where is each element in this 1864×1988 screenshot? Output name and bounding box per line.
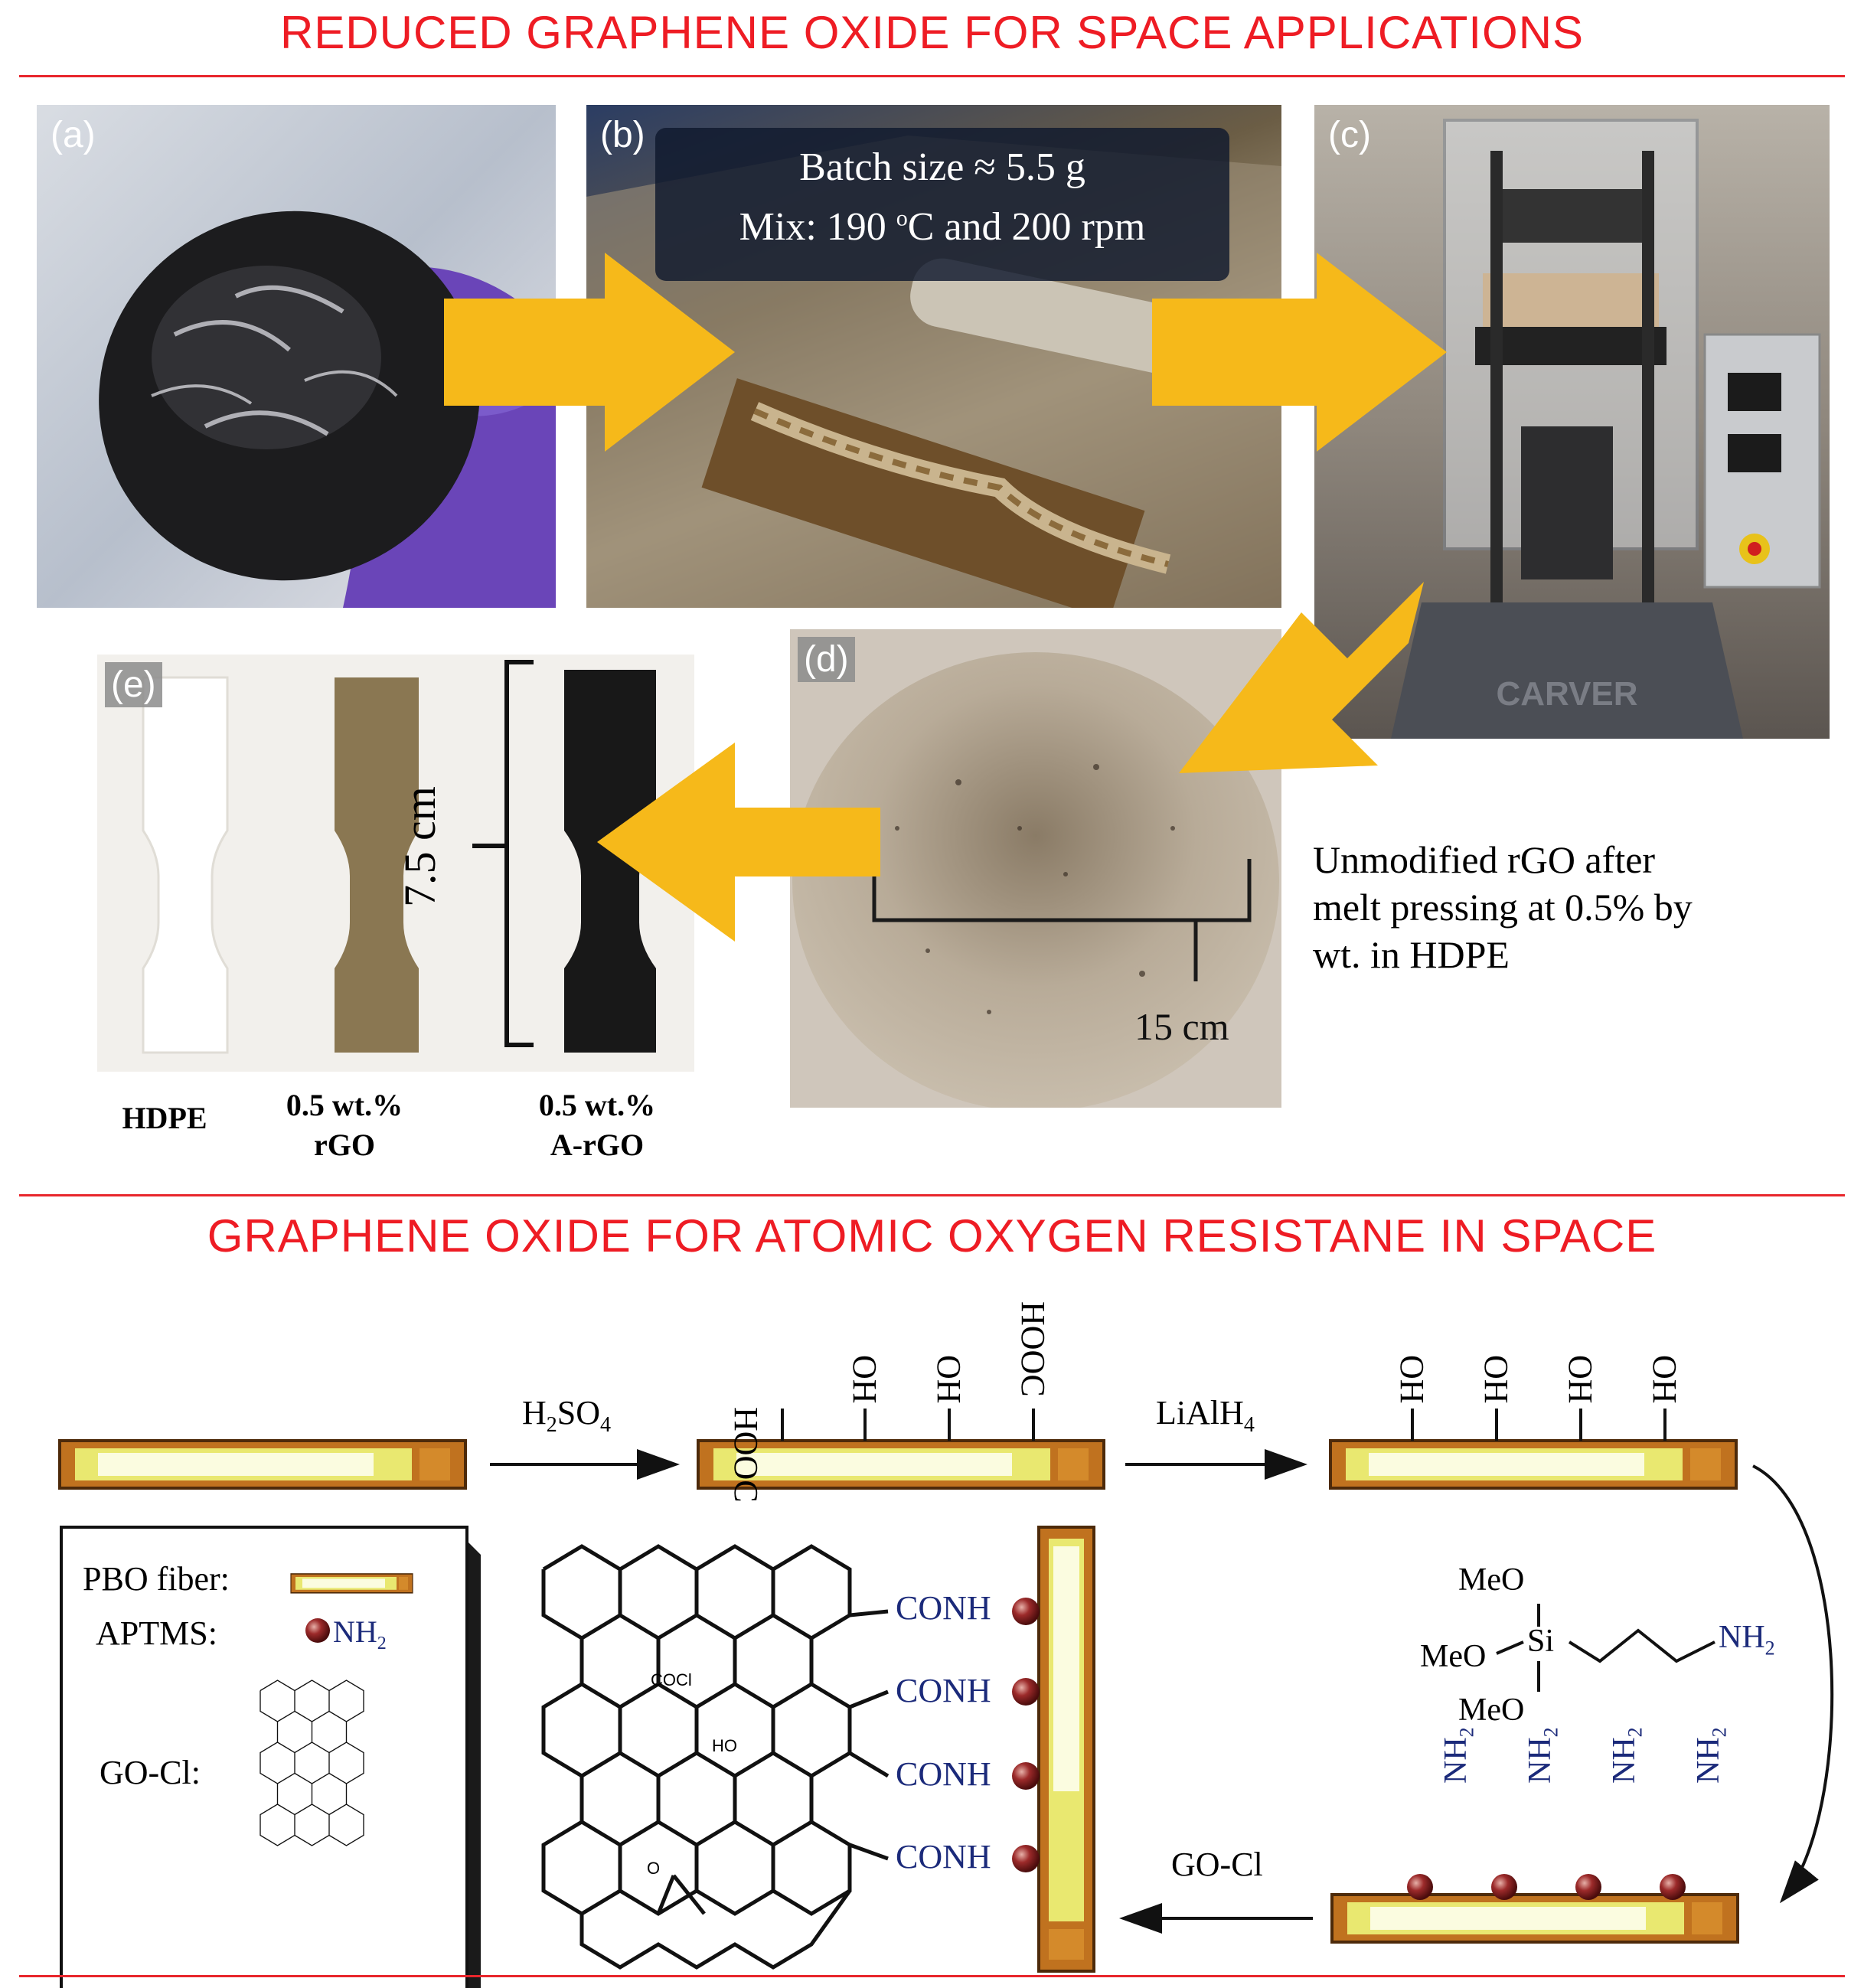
pressed-disc-illustration bbox=[792, 652, 1279, 1108]
group-oh-3: OH bbox=[1393, 1355, 1431, 1404]
group-oh-5: OH bbox=[1562, 1355, 1599, 1404]
panel-d-label: (d) bbox=[798, 637, 855, 682]
lattice-coci-label: COCl bbox=[651, 1670, 692, 1689]
middle-divider bbox=[19, 1194, 1845, 1196]
mix-conditions-text: Mix: 190 oC and 200 rpm bbox=[739, 205, 1146, 249]
reagent-gocl: GO-Cl bbox=[1171, 1846, 1263, 1883]
sample-label-hdpe: HDPE bbox=[122, 1101, 207, 1135]
group-oh-2: OH bbox=[930, 1355, 968, 1404]
fiber3-bonds bbox=[1411, 1409, 1667, 1441]
aptms-meo-top: MeO bbox=[1458, 1562, 1525, 1598]
group-nh2-2: NH2 bbox=[1523, 1727, 1562, 1784]
dogbone-samples-illustration bbox=[142, 660, 656, 1054]
legend-gocl-lattice bbox=[260, 1680, 364, 1846]
lattice-o-label: O bbox=[647, 1859, 661, 1878]
legend-aptms-label: APTMS: bbox=[96, 1614, 217, 1652]
sample-label-rgo: 0.5 wt.%rGO bbox=[286, 1088, 403, 1162]
batch-size-text: Batch size ≈ 5.5 g bbox=[799, 145, 1085, 189]
aptms-amine: NH2 bbox=[1719, 1620, 1775, 1660]
panel-c-photo: CARVER (c) bbox=[1314, 105, 1830, 739]
pbo-fiber-reduced bbox=[1329, 1439, 1738, 1490]
process-arrows bbox=[444, 253, 1447, 942]
pbo-fiber-vertical bbox=[1037, 1526, 1095, 1973]
sample-label-argo: 0.5 wt.%A-rGO bbox=[538, 1088, 656, 1162]
panel-c-label: (c) bbox=[1328, 115, 1371, 155]
group-nh2-1: NH2 bbox=[1438, 1727, 1478, 1784]
aptms-structure-bonds bbox=[1496, 1604, 1715, 1692]
glove-sample-illustration bbox=[99, 211, 556, 608]
disc-scale-label: 15 cm bbox=[1134, 1005, 1229, 1048]
reagent-h2so4: H2SO4 bbox=[522, 1394, 612, 1437]
amide-conh-3: CONH bbox=[896, 1755, 991, 1793]
carver-brand-text: CARVER bbox=[1496, 675, 1638, 713]
arrow-c-to-d bbox=[1179, 582, 1424, 773]
amide-conh-1: CONH bbox=[896, 1589, 991, 1627]
arrow-curved-step bbox=[1752, 1464, 1834, 1904]
scheme-diagram bbox=[58, 1409, 1834, 1988]
carver-press-illustration bbox=[1391, 119, 1821, 739]
legend-box bbox=[60, 1526, 481, 1988]
group-nh2-3: NH2 bbox=[1607, 1727, 1647, 1784]
batch-info-box: Batch size ≈ 5.5 g Mix: 190 oC and 200 r… bbox=[655, 128, 1229, 281]
group-oh-4: OH bbox=[1477, 1355, 1515, 1404]
amide-conh-2: CONH bbox=[896, 1672, 991, 1709]
arrow-b-to-c bbox=[1152, 253, 1447, 452]
arrow-a-to-b bbox=[444, 253, 735, 452]
fiber2-bonds bbox=[781, 1409, 1035, 1441]
lattice-ho-label: HO bbox=[712, 1736, 737, 1755]
legend-aptms-nh2: NH2 bbox=[333, 1614, 387, 1653]
arrow-d-to-e bbox=[597, 743, 880, 942]
pbo-fiber-plain bbox=[58, 1439, 467, 1490]
bottom-title: GRAPHENE OXIDE FOR ATOMIC OXYGEN RESISTA… bbox=[207, 1210, 1657, 1262]
panel-e-photo: 7.5 cm (e) bbox=[97, 655, 694, 1072]
bottom-divider bbox=[19, 1975, 1845, 1977]
aptms-meo-bottom: MeO bbox=[1458, 1693, 1525, 1728]
vertical-fiber-beads bbox=[1012, 1598, 1040, 1872]
legend-gocl-label: GO-Cl: bbox=[100, 1754, 201, 1791]
group-cooh-2: HOOC bbox=[1014, 1301, 1052, 1397]
panel-a-photo: (a) bbox=[37, 105, 556, 608]
group-cooh-1: HOOC bbox=[727, 1407, 765, 1503]
legend-pbo-label: PBO fiber: bbox=[83, 1560, 230, 1598]
panel-a-label: (a) bbox=[51, 115, 96, 155]
pbo-fiber-aminated bbox=[1330, 1893, 1739, 1944]
panel-d-caption: Unmodified rGO after melt pressing at 0.… bbox=[1313, 838, 1693, 976]
panel-e-label: (e) bbox=[105, 662, 162, 707]
aptms-meo-left: MeO bbox=[1420, 1639, 1487, 1674]
fiber4-beads bbox=[1407, 1874, 1686, 1900]
group-oh-6: OH bbox=[1646, 1355, 1683, 1404]
panel-b-label: (b) bbox=[600, 115, 645, 155]
graphene-oxide-lattice bbox=[541, 1544, 890, 1970]
amide-conh-4: CONH bbox=[896, 1838, 991, 1875]
reagent-lialh4: LiAlH4 bbox=[1156, 1394, 1255, 1437]
top-title: REDUCED GRAPHENE OXIDE FOR SPACE APPLICA… bbox=[279, 7, 1585, 58]
group-nh2-4: NH2 bbox=[1691, 1727, 1731, 1784]
group-oh-1: OH bbox=[846, 1355, 883, 1404]
top-divider bbox=[19, 75, 1845, 77]
aptms-si: Si bbox=[1527, 1624, 1555, 1659]
